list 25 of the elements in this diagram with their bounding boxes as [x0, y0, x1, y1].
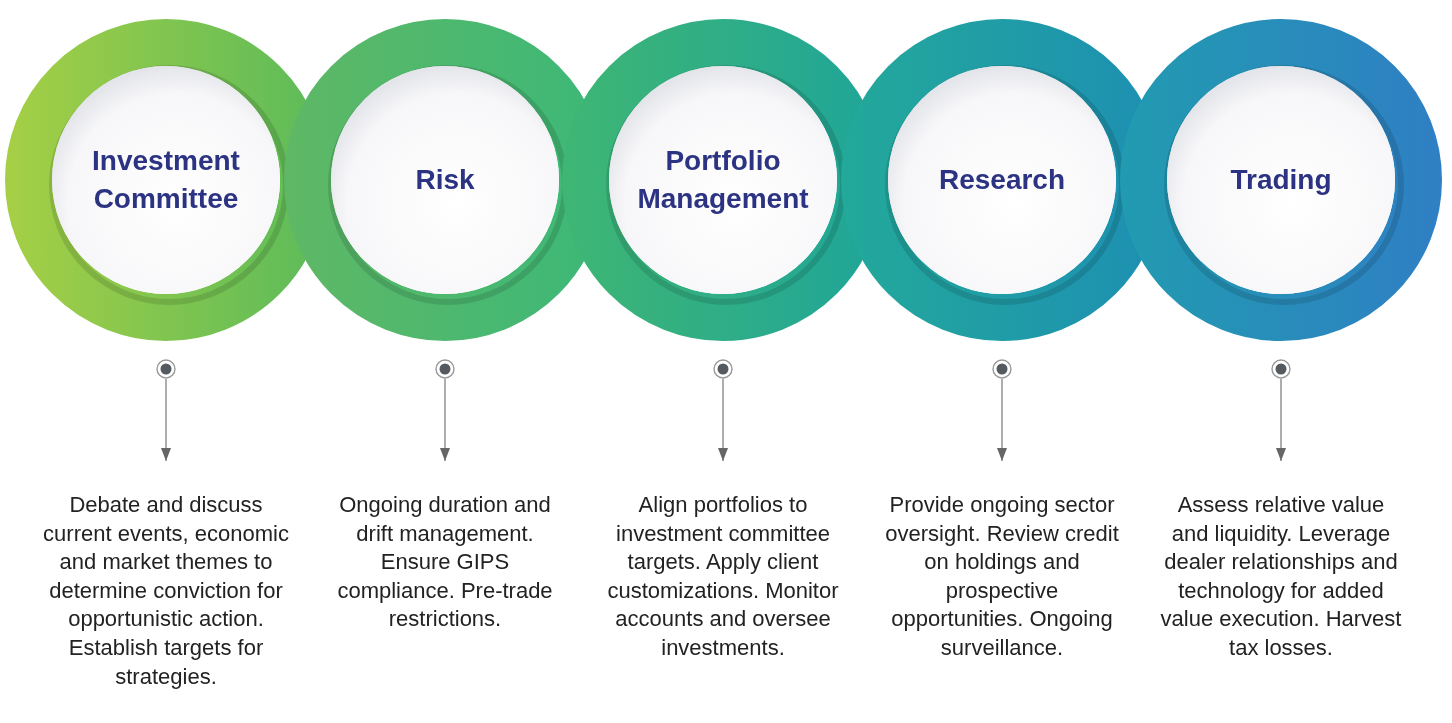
inner-circle	[50, 64, 282, 296]
marker-dot	[156, 359, 176, 379]
arrow	[997, 378, 1007, 462]
marker-dot	[992, 359, 1012, 379]
description-text: Align portfolios to investment committee targets. Apply client customizations. Monitor accounts and oversee investments.	[600, 461, 846, 663]
stage-title: Investment Committee	[92, 144, 240, 216]
arrow	[1276, 378, 1286, 462]
stage-title: Risk	[415, 163, 475, 197]
inner-circle	[886, 64, 1118, 296]
marker-dot	[1271, 359, 1291, 379]
arrow	[440, 378, 450, 462]
description-text: Debate and discuss current events, economic and market themes to determine conviction for opportunistic action. Establish targets for strategies.	[43, 461, 289, 692]
stage-title: Portfolio Management	[637, 144, 809, 216]
arrow	[161, 378, 171, 462]
arrow	[718, 378, 728, 462]
description-text: Assess relative value and liquidity. Leverage dealer relationships and technology for added value execution. Harvest tax losses.	[1158, 461, 1404, 663]
inner-circle	[607, 64, 839, 296]
marker-dot	[435, 359, 455, 379]
description-text: Ongoing duration and drift management. Ensure GIPS compliance. Pre-trade restrictions.	[322, 461, 568, 634]
stage-title: Trading	[1230, 163, 1332, 197]
inner-circle	[1165, 64, 1397, 296]
description-text: Provide ongoing sector oversight. Review credit on holdings and prospective opportunities. Ongoing surveillance.	[879, 461, 1125, 663]
inner-circle	[329, 64, 561, 296]
marker-dot	[713, 359, 733, 379]
stage-title: Research	[938, 163, 1066, 197]
